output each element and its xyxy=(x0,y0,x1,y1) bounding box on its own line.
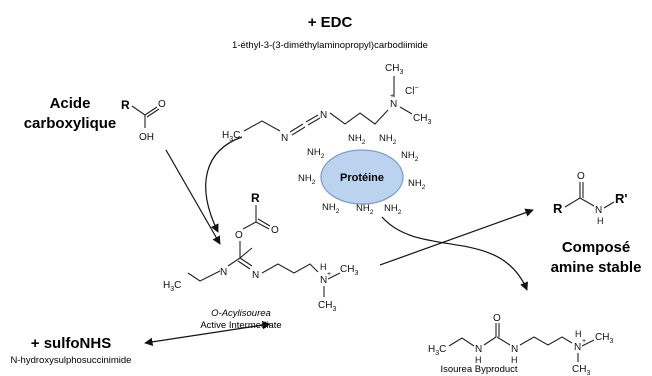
svg-text:R: R xyxy=(121,98,130,112)
svg-text:NH2: NH2 xyxy=(298,173,316,186)
svg-text:O: O xyxy=(577,171,585,182)
svg-text:CH3: CH3 xyxy=(318,300,336,313)
svg-text:R: R xyxy=(251,191,260,205)
svg-text:N: N xyxy=(220,267,227,278)
acid-label-line2: carboxylique xyxy=(24,115,117,132)
svg-text:R': R' xyxy=(615,191,627,206)
svg-text:CH3: CH3 xyxy=(340,264,358,277)
byproduct-label: Isourea Byproduct xyxy=(440,364,517,375)
intermediate-structure: R O O N H3C N N H + CH3 CH3 xyxy=(163,191,358,313)
protein-amines: NH2 NH2 NH2 NH2 NH2 NH2 NH2 NH2 NH2 xyxy=(298,133,426,216)
svg-text:NH2: NH2 xyxy=(322,202,340,215)
svg-text:Cl−: Cl− xyxy=(405,85,419,97)
svg-text:CH3: CH3 xyxy=(385,63,403,76)
edc-n2: N xyxy=(320,110,327,121)
svg-text:NH2: NH2 xyxy=(408,178,426,191)
svg-text:N: N xyxy=(475,344,482,355)
sulfonhs-subtitle: N-hydroxysulphosuccinimide xyxy=(11,355,132,366)
svg-text:H3C: H3C xyxy=(222,130,240,143)
svg-text:NH2: NH2 xyxy=(384,203,402,216)
edc-title: + EDC xyxy=(308,14,353,31)
svg-text:NH2: NH2 xyxy=(401,150,419,163)
svg-text:CH3: CH3 xyxy=(595,332,613,345)
edc-structure: H3C N N N + CH3 Cl− CH3 xyxy=(222,63,431,144)
sulfonhs-title: + sulfoNHS xyxy=(31,335,111,352)
svg-text:CH3: CH3 xyxy=(572,364,590,376)
sulfonhs-arrow xyxy=(144,320,271,347)
svg-text:N: N xyxy=(595,205,602,216)
svg-text:+: + xyxy=(582,338,586,345)
svg-text:+: + xyxy=(390,93,394,100)
edc-nplus: N xyxy=(390,99,397,110)
svg-text:+: + xyxy=(327,271,331,278)
svg-text:OH: OH xyxy=(139,132,154,143)
edc-n1: N xyxy=(281,133,288,144)
intermediate-to-amide-arrow xyxy=(379,208,534,266)
svg-text:NH2: NH2 xyxy=(307,147,325,160)
intermediate-label-2: Active Intermediate xyxy=(200,320,281,331)
amide-structure: R O N H R' xyxy=(553,171,627,226)
svg-text:R: R xyxy=(553,201,563,216)
svg-text:CH3: CH3 xyxy=(413,113,431,126)
acid-structure: R O OH xyxy=(121,98,166,143)
svg-text:N: N xyxy=(252,270,259,281)
byproduct-structure: H3C N H O N H N H + CH3 CH3 xyxy=(428,313,613,376)
svg-text:H: H xyxy=(320,262,327,272)
svg-text:N: N xyxy=(511,344,518,355)
svg-text:H: H xyxy=(475,355,482,365)
amide-label-line2: amine stable xyxy=(551,259,642,276)
acid-label-line1: Acide xyxy=(50,95,91,112)
intermediate-label-1: O-Acylisourea xyxy=(211,308,271,319)
svg-text:H3C: H3C xyxy=(428,344,446,357)
svg-text:NH2: NH2 xyxy=(379,133,397,146)
svg-text:O: O xyxy=(235,230,243,241)
svg-text:O: O xyxy=(158,99,166,110)
edc-subtitle: 1-éthyl-3-(3-diméthylaminopropyl)carbodi… xyxy=(232,40,428,51)
protein-to-byproduct-arrow xyxy=(381,216,528,291)
protein-label: Protéine xyxy=(340,172,384,184)
svg-text:O: O xyxy=(271,225,279,236)
edc-to-intermediate-arrow xyxy=(205,136,243,233)
protein-ellipse xyxy=(320,149,404,205)
amide-label-line1: Composé xyxy=(562,239,630,256)
svg-text:NH2: NH2 xyxy=(356,203,374,216)
svg-text:NH2: NH2 xyxy=(348,133,366,146)
svg-text:H: H xyxy=(597,216,604,226)
svg-text:N: N xyxy=(574,342,581,353)
svg-text:N: N xyxy=(320,275,327,286)
acid-to-intermediate-arrow xyxy=(165,149,221,245)
svg-text:O: O xyxy=(493,313,501,324)
svg-text:H3C: H3C xyxy=(163,280,181,293)
svg-text:H: H xyxy=(511,355,518,365)
svg-text:H: H xyxy=(575,329,582,339)
